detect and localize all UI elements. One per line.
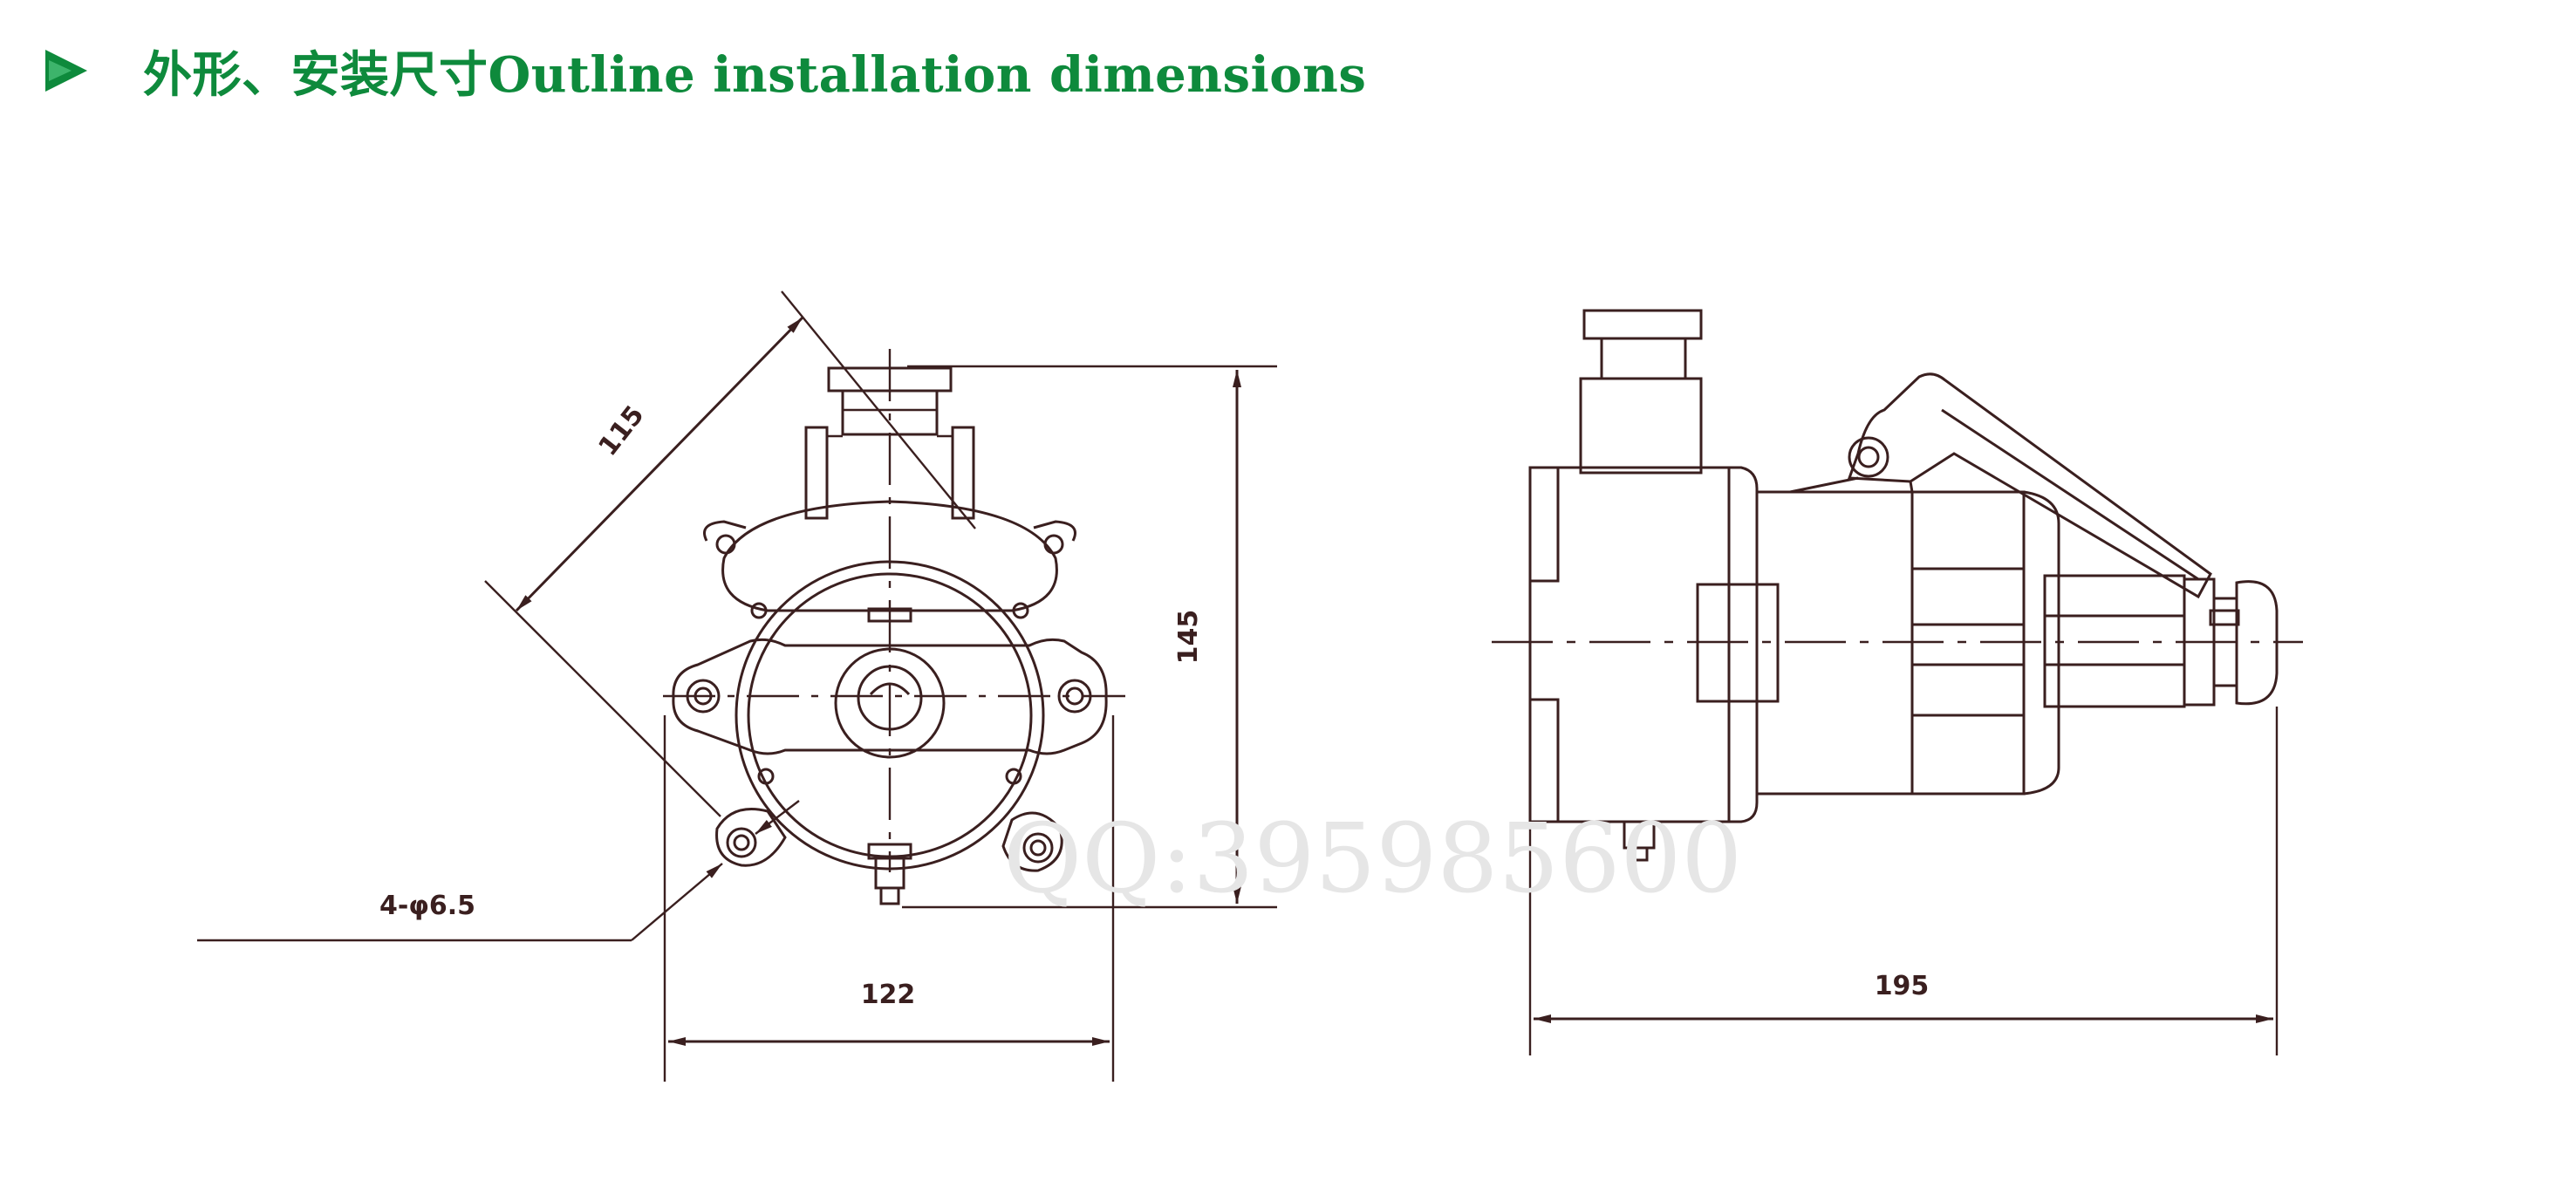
section-header: 外形、安装尺寸Outline installation dimensions: [42, 23, 1366, 119]
dim-145: 145: [1173, 610, 1204, 665]
play-triangle-icon: [42, 46, 91, 95]
dim-holes: 4-φ6.5: [379, 891, 475, 921]
mounting-flange: [672, 638, 1108, 755]
dim-115: 115: [592, 400, 650, 462]
front-view: 115 145 122 4-φ6.5: [197, 290, 1277, 1082]
dim-122: 122: [861, 980, 916, 1010]
housing: [1528, 466, 1759, 823]
dim-195: 195: [1875, 971, 1930, 1001]
lever-handle: [1847, 372, 2212, 599]
section-title: 外形、安装尺寸Outline installation dimensions: [143, 45, 1367, 104]
watermark: QQ:395985600: [1003, 802, 1742, 914]
side-view: 195: [1492, 309, 2303, 1055]
